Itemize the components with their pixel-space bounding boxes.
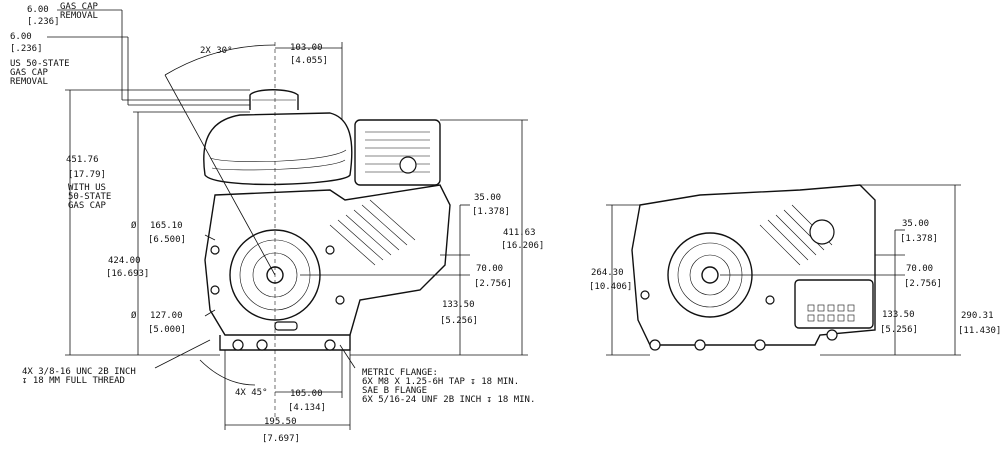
height-gas-cap-mm: 451.76	[66, 155, 99, 165]
flange-note-1: METRIC FLANGE:	[362, 368, 438, 378]
top-offset-mm: 103.00	[290, 43, 323, 53]
thread-note-2: ↧ 18 MM FULL THREAD	[22, 376, 125, 386]
bottom-195-mm: 195.50	[264, 417, 297, 427]
height-411-mm: 411.63	[503, 228, 536, 238]
gas-cap-removal-mm: 6.00	[27, 5, 49, 15]
us-gas-cap-mm: 6.00	[10, 32, 32, 42]
height-gas-cap-label-3: GAS CAP	[68, 201, 107, 211]
side-shaft-133-mm: 133.50	[882, 310, 915, 320]
shaft-35-mm: 35.00	[474, 193, 501, 203]
side-dimension-lines	[606, 184, 961, 356]
side-shaft-133-in: [5.256]	[880, 325, 918, 335]
us-gas-cap-in: [.236]	[10, 44, 43, 54]
dia-lower-mm: 127.00	[150, 311, 183, 321]
flange-note-4: 6X 5/16-24 UNF 2B INCH ↧ 18 MIN.	[362, 395, 535, 405]
us-gas-cap-label-1: US 50-STATE	[10, 59, 70, 69]
side-shaft-35-mm: 35.00	[902, 219, 929, 229]
side-height-264-mm: 264.30	[591, 268, 624, 278]
side-shaft-70-in: [2.756]	[904, 279, 942, 289]
angle-top-label: 2X 30°	[200, 46, 233, 56]
height-424-in: [16.693]	[106, 269, 149, 279]
bottom-105-in: [4.134]	[288, 403, 326, 413]
dia-upper-prefix: Ø	[131, 220, 137, 231]
dia-lower-prefix: Ø	[131, 310, 137, 321]
side-shaft-70-mm: 70.00	[906, 264, 933, 274]
gas-cap-removal-label-2: REMOVAL	[60, 11, 98, 21]
shaft-133-in: [5.256]	[440, 316, 478, 326]
front-labels: 6.00 [.236] GAS CAP REMOVAL 6.00 [.236] …	[10, 2, 544, 444]
side-labels: 264.30 [10.406] 35.00 [1.378] 70.00 [2.7…	[589, 219, 1001, 336]
dia-upper-in: [6.500]	[148, 235, 186, 245]
flange-note-3: SAE B FLANGE	[362, 386, 427, 396]
bottom-195-in: [7.697]	[262, 434, 300, 444]
dia-upper-mm: 165.10	[150, 221, 183, 231]
height-gas-cap-label-1: WITH US	[68, 183, 106, 193]
height-gas-cap-label-2: 50-STATE	[68, 192, 111, 202]
engine-front-view	[203, 89, 451, 351]
height-424-mm: 424.00	[108, 256, 141, 266]
flange-note-2: 6X M8 X 1.25-6H TAP ↧ 18 MIN.	[362, 377, 519, 387]
side-height-290-in: [11.430]	[958, 326, 1001, 336]
shaft-70-in: [2.756]	[474, 279, 512, 289]
bottom-105-mm: 105.00	[290, 389, 323, 399]
side-height-264-in: [10.406]	[589, 282, 632, 292]
shaft-133-mm: 133.50	[442, 300, 475, 310]
front-dimension-lines	[47, 9, 528, 430]
height-gas-cap-in: [17.79]	[68, 170, 106, 180]
thread-note-1: 4X 3/8-16 UNC 2B INCH	[22, 367, 136, 377]
shaft-35-in: [1.378]	[472, 207, 510, 217]
top-offset-in: [4.055]	[290, 56, 328, 66]
shaft-70-mm: 70.00	[476, 264, 503, 274]
side-height-290-mm: 290.31	[961, 311, 994, 321]
gas-cap-removal-in: [.236]	[27, 17, 60, 27]
height-411-in: [16.206]	[501, 241, 544, 251]
dia-lower-in: [5.000]	[148, 325, 186, 335]
side-shaft-35-in: [1.378]	[900, 234, 938, 244]
us-gas-cap-label-2: GAS CAP	[10, 68, 49, 78]
angle-bottom-label: 4X 45°	[235, 388, 268, 398]
gas-cap-removal-label-1: GAS CAP	[60, 2, 99, 12]
us-gas-cap-label-3: REMOVAL	[10, 77, 48, 87]
engine-side-view	[631, 184, 876, 351]
